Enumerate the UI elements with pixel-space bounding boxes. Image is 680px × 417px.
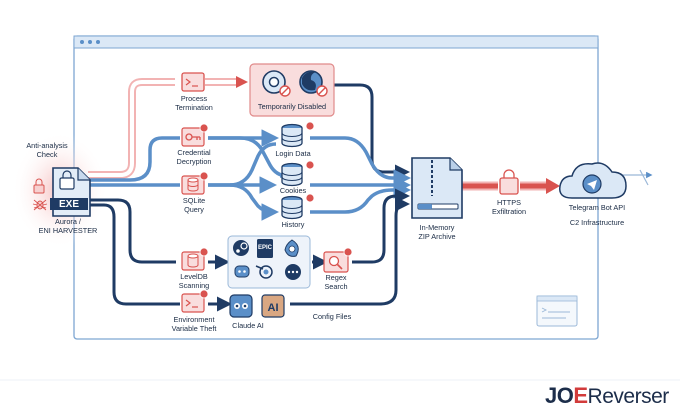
history-db-icon [281,195,303,220]
more-apps-icon [285,264,301,280]
zip-file-icon [411,157,463,219]
discord-icon [234,265,250,278]
claude-ai-icon: AI [229,294,285,318]
telegram-bot-api-label: Telegram Bot API [568,203,626,212]
config-files-label: Config Files [312,312,352,321]
epic-games-icon: EPIC [257,239,273,258]
chrome-icon [262,70,291,97]
connectors [88,76,560,312]
exfil-lock-icon [499,169,519,195]
key-icon [181,127,205,147]
warning-badge-icon [199,121,353,299]
svg-text:EPIC: EPIC [258,245,273,251]
telegram-cloud-icon [559,162,627,199]
spider-icon [32,199,48,211]
cookies-label: Cookies [279,186,307,195]
cookies-db-icon [281,162,303,187]
lock-icon [33,178,45,194]
blender-icon [255,265,273,279]
steam-icon [233,240,249,256]
c2-infrastructure-label: C2 Infrastructure [569,218,625,227]
database-icon [181,175,205,195]
temporarily-disabled-box [249,63,335,117]
terminal-icon [181,72,205,92]
mini-terminal-panel [536,295,578,327]
joereverser-logo: JOEReverser [545,383,669,408]
exe-file-icon [50,167,91,217]
svg-text:AI: AI [268,302,279,314]
window-dots-icon [80,40,100,44]
battlenet-icon [284,239,299,257]
leveldb-icon [181,251,205,271]
env-terminal-icon [181,293,205,313]
aurora-label: Aurora /ENI HARVESTER [38,217,98,235]
firefox-icon [299,70,328,97]
exe-badge: EXE [58,199,80,210]
apps-box: EPIC [227,235,311,289]
login-data-db-icon [281,123,303,148]
app-window-frame [73,35,599,340]
claude-ai-label: Claude AI [232,321,264,330]
login-data-label: Login Data [275,149,311,158]
history-label: History [281,220,305,229]
search-icon [323,251,349,273]
temporarily-disabled-label: Temporarily Disabled [257,102,327,111]
